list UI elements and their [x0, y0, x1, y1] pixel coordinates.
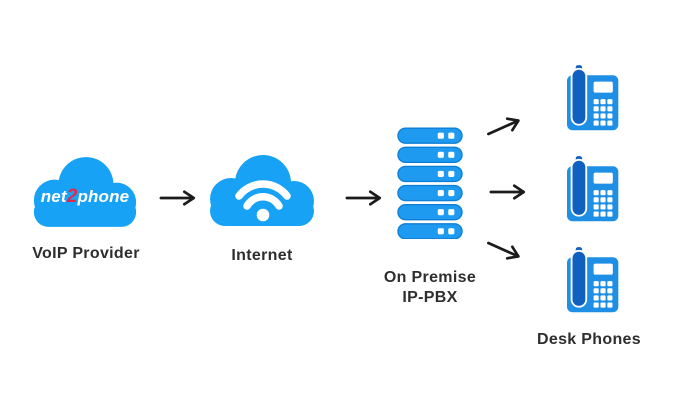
arrow-right-icon — [345, 189, 383, 207]
wifi-cloud-icon — [210, 155, 314, 226]
net2phone-cloud-icon — [33, 157, 137, 227]
desk-phone-3 — [556, 246, 622, 318]
desk-phone-icon — [567, 65, 619, 131]
node-internet — [202, 146, 322, 232]
ip-pbx-label-line1: On Premise — [383, 269, 477, 286]
ip-pbx-label: On Premise IP-PBX — [355, 268, 505, 308]
desk-phone-icon — [567, 247, 619, 313]
node-ip-pbx — [397, 127, 463, 239]
desk-phone-icon — [567, 156, 619, 222]
phone-handset — [570, 249, 588, 308]
logo-text-net: net — [40, 187, 67, 206]
arrow-right-icon — [489, 183, 527, 201]
desk-phone-2 — [556, 155, 622, 227]
arrow-right-icon — [159, 189, 197, 207]
phone-keypad — [593, 190, 613, 217]
arrow-down-right-icon — [482, 234, 526, 267]
phone-handset — [570, 67, 588, 126]
logo-text-2: 2 — [66, 186, 78, 207]
arrow-up-right-icon — [482, 111, 526, 144]
voip-provider-label: VoIP Provider — [32, 245, 140, 262]
phone-handset — [570, 158, 588, 217]
internet-label: Internet — [231, 247, 293, 264]
desk-phones-label: Desk Phones — [536, 331, 641, 348]
ip-pbx-label-line2: IP-PBX — [402, 289, 458, 306]
phone-keypad — [593, 281, 613, 308]
phone-keypad — [593, 99, 613, 126]
net2phone-logo: net2phone — [26, 186, 144, 208]
server-stack-icon — [397, 127, 463, 239]
logo-text-phone: phone — [77, 187, 130, 206]
desk-phone-1 — [556, 64, 622, 136]
wifi-icon — [235, 180, 291, 222]
node-voip-provider: net2phone — [26, 148, 144, 233]
